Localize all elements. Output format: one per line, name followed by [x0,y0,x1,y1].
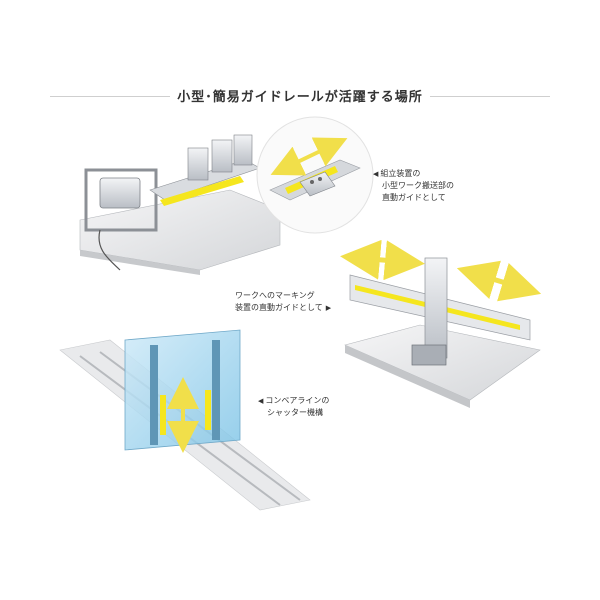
motion-arrow-icon [270,137,348,176]
header-rule-left [50,96,170,97]
actuator-1 [187,147,209,181]
header-rule-right [430,96,550,97]
actuator-3 [233,134,253,166]
motor-unit [99,177,141,209]
shutter-post-left [150,345,158,445]
section-header: 小型･簡易ガイドレールが活躍する場所 [50,82,550,112]
assembly-machine-illustration [79,134,281,275]
screw-1 [310,180,314,184]
marking-device-illustration [340,239,542,408]
screw-2 [318,177,322,181]
machine-base-edge [80,250,200,275]
caption-shutter-line-1: コンベアラインの [265,396,330,405]
guide-rail-yellow [160,176,244,206]
caption-marking-line-2: 装置の直動ガイドとして [235,303,323,312]
vertical-post [424,257,448,359]
shutter-rail-left [160,395,166,435]
motion-arrow-right-icon [456,260,542,302]
conveyor-shutter-illustration [59,329,311,511]
caption-assembly: ◀組立装置の 小型ワーク搬送部の 直動ガイドとして [373,168,454,204]
shutter-rail-right [205,390,211,430]
cable [98,229,121,271]
marking-head [411,344,447,366]
marking-base-edge [345,345,470,408]
page-title: 小型･簡易ガイドレールが活躍する場所 [177,90,423,105]
caption-shutter-line-2: シャッター機構 [267,408,323,417]
caption-shutter: ◀コンベアラインの シャッター機構 [258,395,329,419]
zoom-detail-circle [256,116,374,234]
caption-assembly-line-2: 小型ワーク搬送部の [382,181,454,190]
caption-marker-left-icon: ◀ [258,397,264,405]
shutter-post-right [212,340,220,440]
caption-assembly-line-3: 直動ガイドとして [382,193,446,202]
actuator-2 [211,139,233,173]
caption-assembly-line-1: 組立装置の [380,169,421,178]
motion-arrow-left-icon [340,239,425,281]
caption-marking-line-1: ワークへのマーキング [235,291,315,300]
caption-marker-right-icon: ▶ [325,304,332,312]
machine-frame [84,168,158,232]
caption-marker-left-icon: ◀ [373,170,379,178]
caption-marking: ワークへのマーキング 装置の直動ガイドとして▶ [235,290,333,314]
